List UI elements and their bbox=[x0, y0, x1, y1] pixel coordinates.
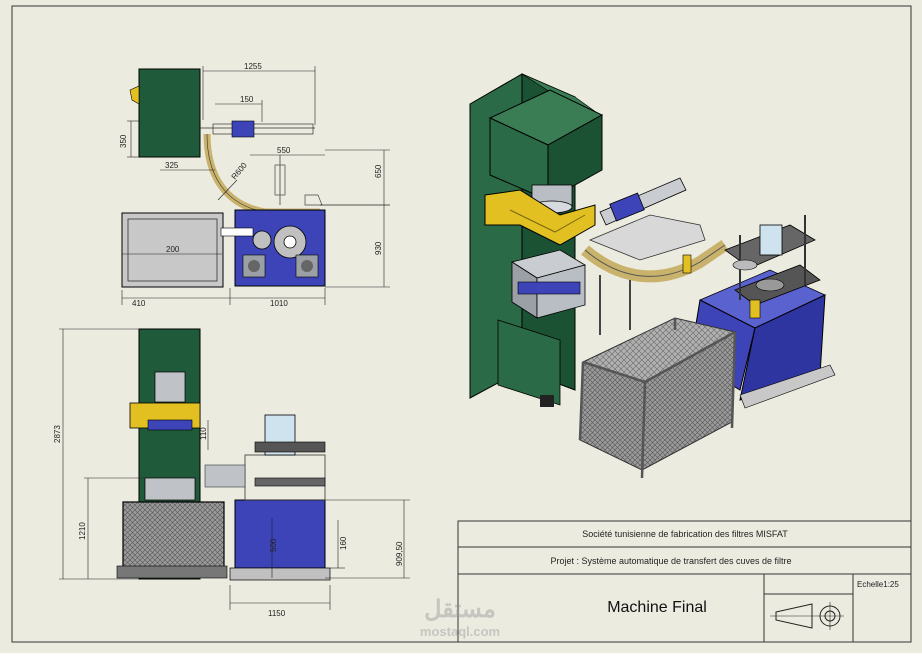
station-base-front bbox=[234, 499, 326, 569]
cylinder-top bbox=[212, 123, 314, 135]
dim-500: 500 bbox=[269, 538, 278, 552]
pusher-block-top bbox=[231, 120, 255, 138]
dim-1150: 1150 bbox=[268, 609, 286, 618]
drawing-title: Machine Final bbox=[607, 599, 707, 616]
dim-1210: 1210 bbox=[78, 522, 87, 540]
dim-930: 930 bbox=[374, 241, 383, 255]
dim-650: 650 bbox=[374, 164, 383, 178]
watermark-logo: مستقل bbox=[424, 596, 496, 623]
projection-symbol-icon bbox=[770, 602, 844, 630]
press-yoke-iso bbox=[484, 189, 596, 246]
bin-top bbox=[121, 212, 224, 288]
scale-label: Echelle1:25 bbox=[857, 580, 899, 589]
dim-200: 200 bbox=[166, 245, 180, 254]
bin-front bbox=[122, 501, 225, 571]
isometric-view bbox=[469, 73, 836, 479]
curved-rail-top bbox=[203, 133, 320, 216]
watermark-url: mostaql.com bbox=[420, 624, 500, 639]
dim-325: 325 bbox=[165, 161, 179, 170]
dim-1255: 1255 bbox=[244, 62, 262, 71]
dim-160: 160 bbox=[339, 536, 348, 550]
dim-1010: 1010 bbox=[270, 299, 288, 308]
dim-2873: 2873 bbox=[53, 425, 62, 443]
dim-150: 150 bbox=[240, 95, 254, 104]
project-name: Projet : Système automatique de transfer… bbox=[550, 556, 791, 566]
dim-r600: R600 bbox=[230, 160, 250, 181]
dim-350: 350 bbox=[119, 134, 128, 148]
dim-110: 110 bbox=[199, 427, 208, 440]
dim-410: 410 bbox=[132, 299, 146, 308]
dim-550: 550 bbox=[277, 146, 291, 155]
press-column-top bbox=[138, 68, 201, 158]
press-clamp-top bbox=[129, 85, 140, 105]
company-name: Société tunisienne de fabrication des fi… bbox=[582, 529, 788, 539]
top-view: 1255 150 350 325 550 650 R600 200 930 41… bbox=[119, 62, 390, 308]
front-view: 2873 110 1210 500 160 909,50 1150 bbox=[53, 328, 410, 618]
title-block: Société tunisienne de fabrication des fi… bbox=[457, 520, 912, 643]
dim-909: 909,50 bbox=[395, 541, 404, 566]
watermark: مستقل mostaql.com bbox=[420, 596, 500, 639]
